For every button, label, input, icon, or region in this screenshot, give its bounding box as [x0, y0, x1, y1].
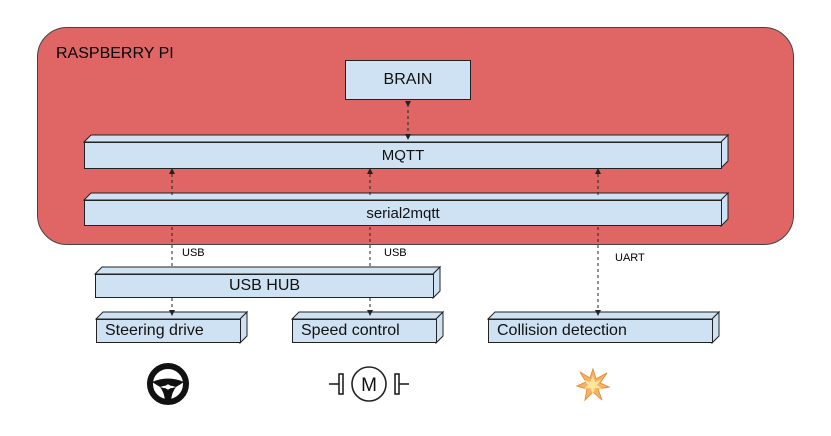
- usb-label-middle: USB: [384, 247, 407, 259]
- serial2mqtt-box-depth: [82, 191, 730, 228]
- steering-wheel-icon: [147, 363, 189, 405]
- motor-icon: M: [329, 366, 409, 402]
- serial2mqtt-label: serial2mqtt: [84, 200, 722, 226]
- steering-drive-label: Steering drive: [96, 319, 241, 343]
- uart-label: UART: [615, 252, 645, 264]
- collision-icon: [576, 368, 610, 402]
- motor-letter: M: [361, 375, 377, 396]
- raspberry-pi-label: RASPBERRY PI: [56, 45, 174, 62]
- mqtt-label: MQTT: [84, 142, 722, 169]
- usb-hub-label: USB HUB: [95, 274, 434, 298]
- speed-control-label: Speed control: [292, 319, 437, 343]
- usb-label-left: USB: [182, 247, 205, 259]
- collision-detection-label: Collision detection: [488, 319, 713, 343]
- brain-label: BRAIN: [345, 60, 471, 100]
